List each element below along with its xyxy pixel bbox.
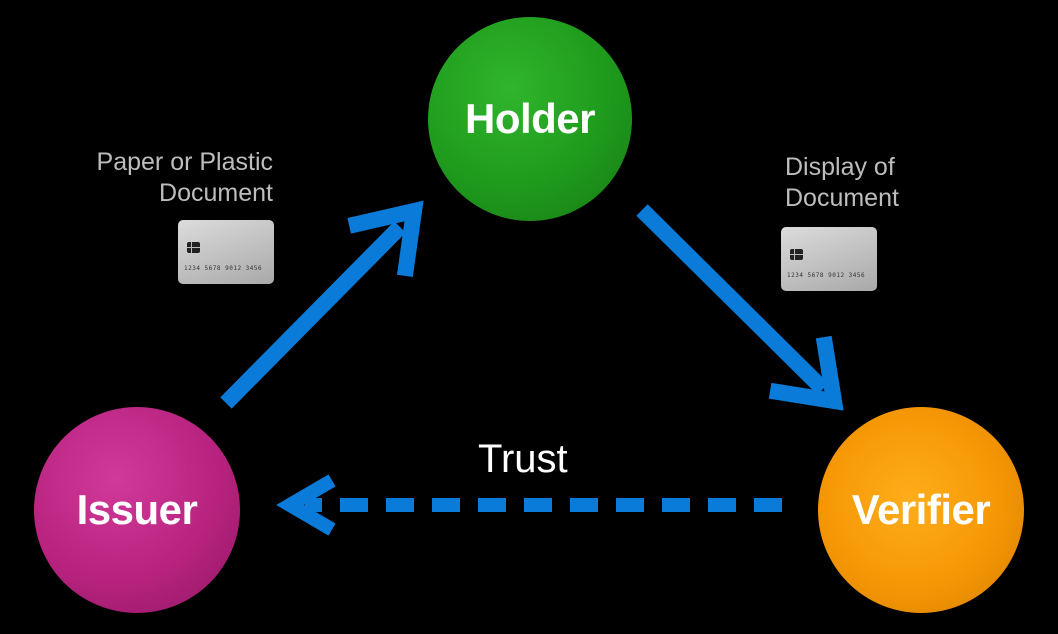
verifier-node: Verifier [818, 407, 1024, 613]
issued-document-caption-line1: Paper or Plastic [96, 148, 273, 176]
card-chip-icon [790, 249, 803, 260]
holder-label: Holder [464, 95, 596, 142]
verifier-label: Verifier [851, 486, 991, 533]
issuer-label: Issuer [76, 486, 198, 533]
issuer-node: Issuer [34, 407, 240, 613]
display-document-caption-line1: Display of [785, 153, 895, 181]
card-number: 1234 5678 9012 3456 [184, 265, 263, 272]
card-number: 1234 5678 9012 3456 [787, 272, 866, 279]
arrow-issuer-to-holder [220, 200, 424, 409]
trust-label: Trust [478, 437, 568, 481]
id-card-display-icon: 1234 5678 9012 3456 [781, 227, 877, 291]
issued-document-caption-line2: Document [159, 179, 273, 207]
issued-document-caption: Paper or Plastic Document [97, 147, 273, 209]
holder-node: Holder [428, 17, 632, 221]
card-chip-icon [187, 242, 200, 253]
arrow-trust-verifier-to-issuer [276, 474, 782, 536]
arrow-holder-to-verifier [636, 204, 844, 411]
display-document-caption: Display of Document [785, 152, 899, 214]
display-document-caption-line2: Document [785, 184, 899, 212]
id-card-icon: 1234 5678 9012 3456 [178, 220, 274, 284]
